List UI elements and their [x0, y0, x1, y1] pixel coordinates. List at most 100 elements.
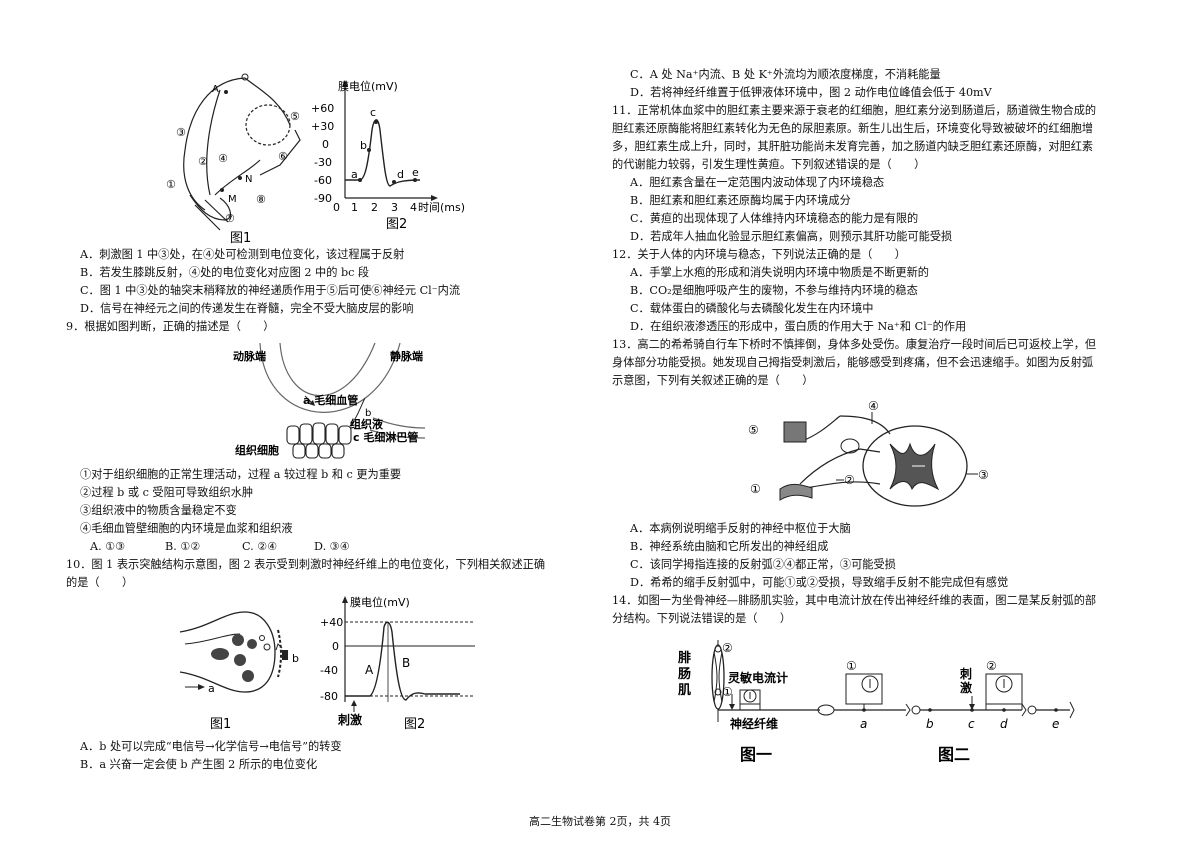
- q10-stim: 刺激: [337, 712, 362, 727]
- q13-option-d: D．希希的缩手反射弧中，可能①或②受损，导致缩手反射不能完成但有感觉: [630, 576, 1009, 589]
- q12-option-a: A．手掌上水疱的形成和消失说明内环境中物质是不断更新的: [630, 266, 929, 279]
- q14-fig2-caption: 图二: [938, 745, 970, 764]
- fluid-label: 组织液: [350, 417, 384, 431]
- q9-option-a: A. ①③: [90, 540, 126, 553]
- q14-stim-2: 激: [960, 680, 972, 695]
- ytick: -60: [314, 174, 332, 187]
- q10-b: b: [292, 652, 299, 665]
- q10-a: a: [208, 682, 215, 695]
- ytick: +60: [311, 102, 334, 115]
- label-8: ⑧: [256, 193, 266, 206]
- fig2-ylabel: 膜电位(mV): [338, 79, 398, 93]
- capillary-label: a 毛细血管: [303, 393, 358, 407]
- q12-option-b: B．CO₂是细胞呼吸产生的废物，不参与维持内环境的稳态: [630, 284, 918, 297]
- q14-d: d: [1000, 717, 1008, 731]
- q14-fig2-2: ②: [986, 659, 997, 673]
- q8-option-b: B．若发生膝跳反射，④处的电位变化对应图 2 中的 bc 段: [80, 266, 370, 279]
- label-3: ③: [176, 126, 186, 139]
- label-6: ⑥: [278, 150, 288, 163]
- label-5: ⑤: [290, 110, 300, 123]
- label-7: ⑦: [225, 212, 235, 225]
- q10-option-c: C．A 处 Na⁺内流、B 处 K⁺外流均为顺浓度梯度，不消耗能量: [630, 68, 941, 81]
- point-a: a: [351, 168, 358, 181]
- q8-option-c: C．图 1 中③处的轴突末稍释放的神经递质作用于⑤后可使⑥神经元 Cl⁻内流: [80, 284, 461, 297]
- q9-item-3: ③组织液中的物质含量稳定不变: [80, 504, 237, 517]
- q14-galvanometer: 灵敏电流计: [728, 670, 788, 685]
- q8-fig2-chart: 膜电位(mV) +60 +30 0 -30 -60 -90 0 1 2 3 4 …: [311, 79, 465, 232]
- q14-fig1-2: ②: [722, 641, 733, 655]
- q8-fig1-caption: 图1: [230, 231, 251, 246]
- q8-option-d: D．信号在神经元之间的传递发生在脊髓，完全不受大脑皮层的影响: [80, 302, 414, 315]
- q14-muscle-char: 肠: [678, 667, 691, 682]
- xtick: 1: [351, 201, 358, 214]
- fig2-xlabel: 时间(ms): [418, 201, 465, 214]
- q9-stem: 9．根据如图判断，正确的描述是（ ）: [66, 320, 275, 333]
- label-M: M: [228, 194, 237, 205]
- point-d: d: [397, 168, 404, 181]
- q14-fig1-1: ①: [722, 685, 733, 699]
- b-label: b: [365, 408, 371, 419]
- q10-A: A: [365, 663, 374, 677]
- q10-stem-2: 的是（ ）: [66, 576, 134, 589]
- q13-option-a: A．本病例说明缩手反射的神经中枢位于大脑: [630, 522, 851, 535]
- q14-muscle-char: 肌: [678, 683, 691, 698]
- label-1: ①: [166, 178, 176, 191]
- point-e: e: [412, 166, 419, 179]
- xtick: 4: [410, 201, 417, 214]
- q14-muscle-char: 腓: [678, 650, 691, 666]
- q14-fiber: 神经纤维: [730, 716, 778, 731]
- q14-figure: 腓肠肌 ② ① 灵敏电流计 神经纤维 图一 ①: [678, 640, 1075, 764]
- q12-stem: 12．关于人体的内环境与稳态，下列说法正确的是（ ）: [612, 248, 906, 261]
- q9-option-b: B. ①②: [165, 540, 201, 553]
- ytick: 0: [322, 138, 329, 151]
- q8-fig1-reflex-arc: [183, 77, 301, 231]
- label-N: N: [245, 174, 252, 185]
- q13-label-1: ①: [750, 482, 761, 496]
- q11-stem-3: 多，胆红素生成上升，同时，其肝脏功能尚未发育完善，加之肠道内缺乏胆红素还原酶，对…: [612, 140, 1094, 153]
- q12-option-c: C．载体蛋白的磷酸化与去磷酸化发生在内环境中: [630, 302, 874, 315]
- page-footer: 高二生物试卷第 2页，共 4页: [529, 815, 671, 828]
- q10-minus80: -80: [320, 690, 338, 703]
- q12-option-d: D．在组织液渗透压的形成中，蛋白质的作用大于 Na⁺和 Cl⁻的作用: [630, 320, 967, 333]
- q14-muscle-label: 腓肠肌: [678, 650, 691, 698]
- q10-fig1-caption: 图1: [210, 717, 231, 732]
- q14-stim-1: 刺: [959, 666, 972, 681]
- q13-stem-3: 示意图，下列有关叙述正确的是（ ）: [612, 374, 814, 387]
- q9-item-2: ②过程 b 或 c 受阻可导致组织水肿: [80, 486, 254, 499]
- q13-option-c: C．该同学拇指连接的反射弧②④都正常，③可能受损: [630, 558, 896, 571]
- point-b: b: [360, 139, 367, 152]
- q10-minus40: -40: [320, 664, 338, 677]
- q10-stem-1: 10．图 1 表示突触结构示意图，图 2 表示受到刺激时神经纤维上的电位变化，下…: [66, 558, 546, 571]
- label-A: A: [212, 84, 219, 95]
- q14-stem-2: 分结构。下列说法错误的是（ ）: [612, 612, 792, 625]
- q10-zero: 0: [332, 640, 339, 653]
- xtick: 3: [391, 201, 398, 214]
- q11-option-a: A．胆红素含量在一定范围内波动体现了内环境稳态: [630, 176, 885, 189]
- ytick: -30: [314, 156, 332, 169]
- q13-label-5: ⑤: [748, 423, 759, 437]
- ytick: -90: [314, 192, 332, 205]
- q11-option-b: B．胆红素和胆红素还原酶均属于内环境成分: [630, 194, 851, 207]
- q10-fig2-caption: 图2: [404, 717, 425, 732]
- q14-fig1-caption: 图一: [740, 745, 772, 764]
- q11-stem-1: 11．正常机体血浆中的胆红素主要来源于衰老的红细胞，胆红素分泌到肠道后，肠道微生…: [612, 104, 1097, 117]
- q11-option-c: C．黄疸的出现体现了人体维持内环境稳态的能力是有限的: [630, 212, 919, 225]
- q13-stem-1: 13．高二的希希骑自行车下桥时不慎摔倒，身体多处受伤。康复治疗一段时间后已可返校…: [612, 338, 1097, 351]
- cells-label: 组织细胞: [235, 443, 279, 457]
- q8-option-a: A．刺激图 1 中③处，在④处可检测到电位变化，该过程属于反射: [80, 248, 405, 261]
- q10-B: B: [402, 656, 410, 670]
- point-c: c: [370, 106, 376, 119]
- ytick: +30: [311, 120, 334, 133]
- q14-a: a: [860, 717, 867, 731]
- q9-option-d: D. ③④: [314, 540, 350, 553]
- q13-label-2: ②: [844, 473, 855, 487]
- q14-c: c: [968, 717, 975, 731]
- q9-item-4: ④毛细血管壁细胞的内环境是血浆和组织液: [80, 522, 293, 535]
- q14-b: b: [926, 717, 934, 731]
- xtick: 2: [371, 201, 378, 214]
- q14-stem-1: 14．如图一为坐骨神经—腓肠肌实验，其中电流计放在传出神经纤维的表面，图二是某反…: [612, 594, 1097, 607]
- q10-figure: b a 图1 膜电位(mV) +40 0 -40 -80 A B 刺激 图2: [179, 595, 475, 732]
- q9-figure: 动脉端 静脉端 a 毛细血管 b 组织液 c 毛细淋巴管 组织细胞: [233, 342, 426, 459]
- q10-plus40: +40: [320, 616, 343, 629]
- label-2: ②: [198, 155, 208, 168]
